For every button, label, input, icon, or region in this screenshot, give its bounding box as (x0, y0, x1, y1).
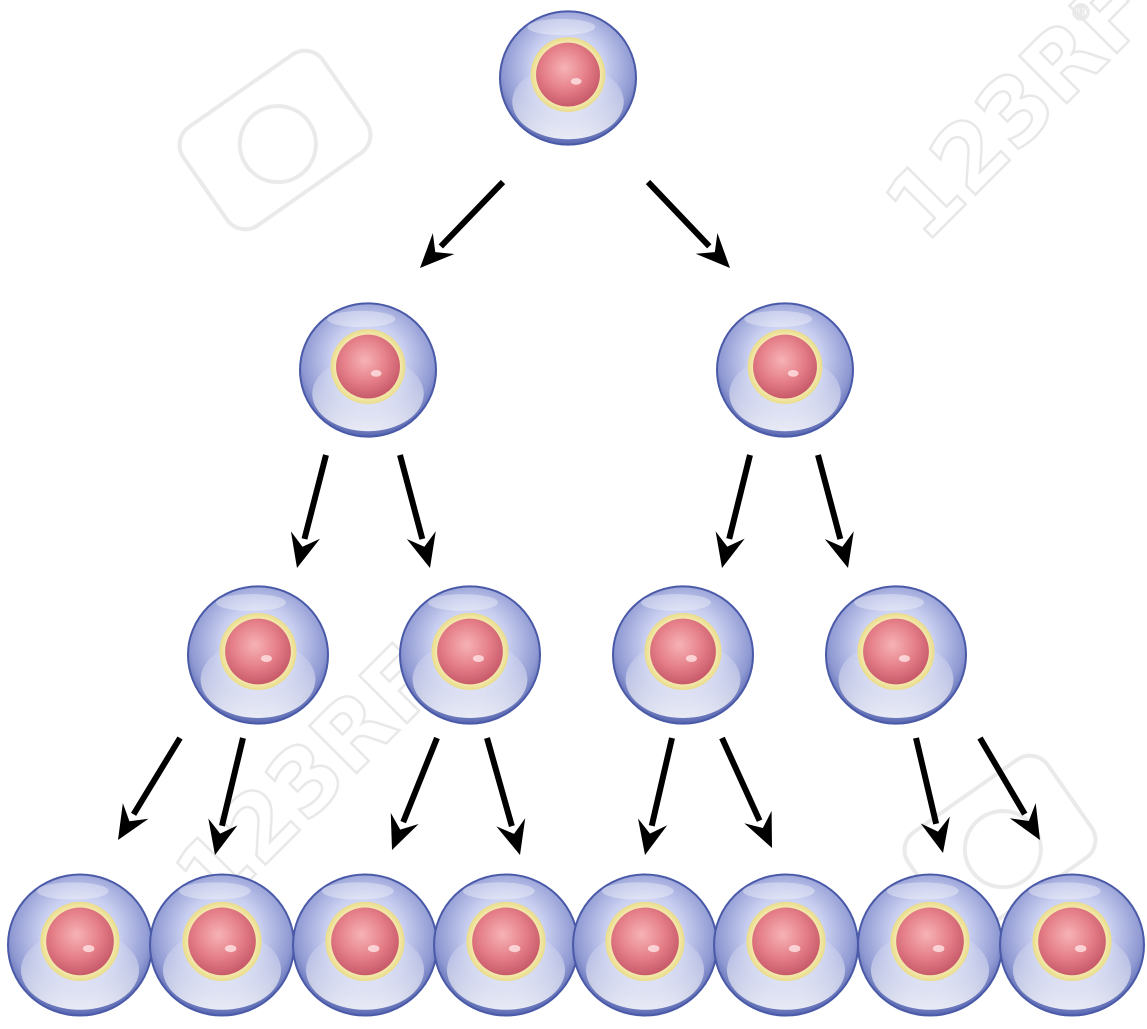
arrow-down-left-icon (638, 738, 672, 855)
watermark-camera-icon (171, 42, 379, 238)
cell-gen4-2 (150, 874, 294, 1015)
arrow-down-right-icon (722, 738, 772, 848)
arrow-down-right-icon (818, 455, 854, 568)
watermark-registered-mark: ® (1070, 1, 1092, 26)
cell-gen4-4 (434, 874, 578, 1015)
cell-gen3-2 (400, 586, 540, 723)
cell-gen4-8 (1000, 874, 1144, 1015)
arrow-down-right-icon (400, 455, 436, 568)
cell-gen3-4 (826, 586, 966, 723)
arrow-down-right-icon (487, 738, 525, 855)
cell-gen4-1 (8, 874, 152, 1015)
cell-gen1-1 (500, 11, 636, 144)
arrow-down-left-icon (420, 182, 503, 268)
cell-gen4-6 (714, 874, 858, 1015)
cell-gen4-5 (573, 874, 717, 1015)
arrow-down-right-icon (980, 738, 1040, 840)
watermark-text: 123RF (865, 0, 1147, 261)
watermark-layer: 123RF 123RF ® (155, 0, 1147, 943)
arrow-down-left-icon (716, 455, 750, 568)
cell-gen2-1 (300, 303, 436, 436)
arrow-down-left-icon (291, 455, 326, 568)
cell-gen3-3 (613, 586, 753, 723)
arrow-down-left-icon (118, 738, 180, 840)
cell-gen4-3 (293, 874, 437, 1015)
cell-gen3-1 (188, 586, 328, 723)
cell-gen4-7 (858, 874, 1002, 1015)
arrow-down-right-icon (648, 182, 730, 268)
arrow-down-right-icon (916, 738, 950, 853)
cell-gen2-2 (717, 303, 853, 436)
